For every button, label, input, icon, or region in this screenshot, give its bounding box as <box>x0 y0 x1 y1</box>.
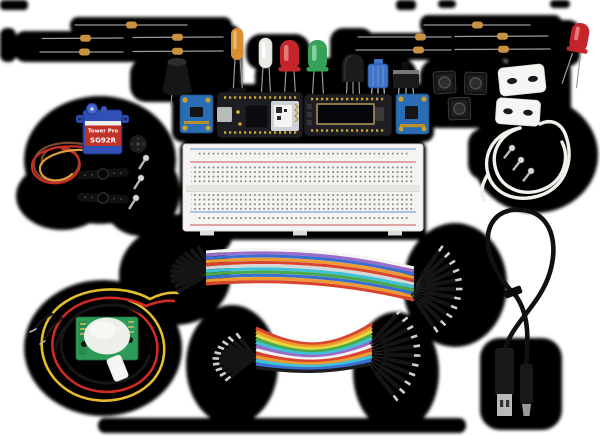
sensor-breakout-left <box>179 94 214 134</box>
led-red <box>278 40 301 106</box>
led-green <box>306 40 329 106</box>
breadboard <box>182 143 424 236</box>
magnetic-door-switch <box>495 63 547 127</box>
wifi-module <box>271 101 299 131</box>
jumper-ribbon <box>255 322 373 374</box>
pir-sensor <box>75 316 139 382</box>
servo-sticker: Tower Pro SG92R <box>85 121 121 146</box>
oled-featherwing <box>303 93 393 137</box>
led-clear <box>258 37 273 103</box>
resistors <box>39 21 551 56</box>
usb-micro-connector <box>520 364 533 416</box>
jumper-ribbon <box>205 248 415 302</box>
sensor-breakout-right <box>395 93 430 135</box>
servo-wire-coil <box>30 141 85 185</box>
servo-brand-label: Tower Pro <box>88 129 118 135</box>
servo-model-label: SG92R <box>90 137 117 145</box>
pir-wire-coil <box>29 288 180 402</box>
reed-switch-wire-coil <box>480 119 571 202</box>
led-red-topright <box>561 22 590 89</box>
piezo-buzzer <box>162 58 192 107</box>
resistor-row-left <box>39 21 224 56</box>
servo: Tower Pro SG92R <box>76 102 129 155</box>
usb-cable <box>485 207 556 416</box>
feather-board <box>216 88 304 139</box>
jumper-bundle-lower <box>211 307 422 403</box>
usb-a-connector <box>495 348 514 416</box>
jumper-bundle-upper <box>169 244 464 334</box>
servo-horns <box>77 135 151 211</box>
resistor-row-right <box>355 21 551 54</box>
